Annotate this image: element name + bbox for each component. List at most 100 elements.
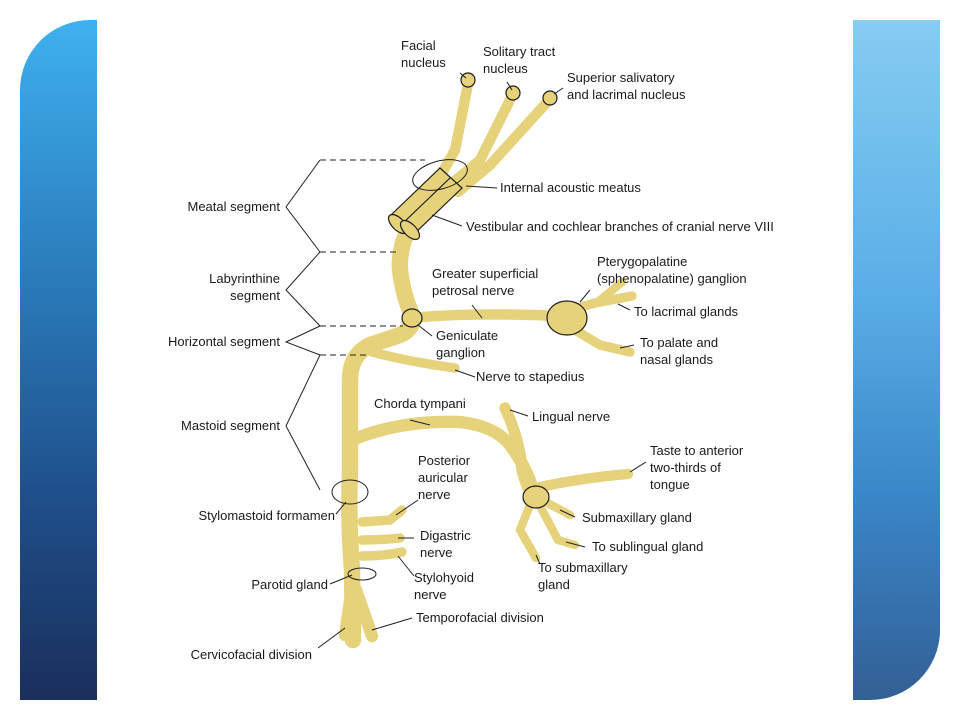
label-greater-superficial-petrosal: Greater superficial petrosal nerve — [432, 266, 538, 298]
label-to-submaxillary-gland-line: To submaxillary — [538, 560, 628, 575]
nerve-cervicofacial-division — [340, 583, 357, 640]
label-horizontal-segment: Horizontal segment — [168, 334, 280, 349]
nerve-lacrimal-tip — [595, 279, 625, 305]
superior-salivatory-nucleus-node — [542, 90, 558, 106]
leader-lines — [317, 72, 647, 649]
label-to-sublingual-gland: To sublingual gland — [592, 539, 703, 554]
segment-brackets — [284, 159, 425, 491]
label-solitary-tract-nucleus-line: nucleus — [483, 61, 528, 76]
nerve-to-tongue — [532, 470, 632, 492]
label-parotid-gland: Parotid gland — [251, 577, 328, 592]
nerve-lingual — [500, 403, 535, 497]
label-facial-nucleus-line: nucleus — [401, 55, 446, 70]
pterygopalatine-ganglion-mass — [546, 300, 588, 336]
label-geniculate-ganglion-line: Geniculate — [436, 328, 498, 343]
label-stylomastoid-foramen-line: Stylomastoid formamen — [198, 508, 335, 523]
nerve-stapedius — [368, 348, 459, 372]
label-to-submaxillary-gland-line: gland — [538, 577, 570, 592]
label-mastoid-segment-line: Mastoid segment — [181, 418, 280, 433]
nerve-facial-root — [434, 80, 472, 184]
label-labyrinthine-segment: Labyrinthine segment — [209, 271, 280, 303]
label-posterior-auricular-line: auricular — [418, 470, 469, 485]
nerve-solitary-root — [446, 92, 516, 189]
nerve-branches — [338, 78, 637, 649]
label-taste-anterior: Taste to anterior two-thirds of tongue — [650, 443, 744, 492]
label-superior-salivatory-line: Superior salivatory — [567, 70, 675, 85]
label-geniculate-ganglion-line: ganglion — [436, 345, 485, 360]
label-to-palate-nasal-line: nasal glands — [640, 352, 713, 367]
label-superior-salivatory: Superior salivatory and lacrimal nucleus — [567, 70, 686, 102]
nerve-temporofacial-division — [351, 585, 377, 641]
label-nerve-to-stapedius: Nerve to stapedius — [476, 369, 585, 384]
label-facial-nucleus: Facial nucleus — [401, 38, 446, 70]
label-pterygopalatine-ganglion: Pterygopalatine (sphenopalatine) ganglion — [597, 254, 747, 286]
label-solitary-tract-nucleus: Solitary tract nucleus — [483, 44, 556, 76]
label-lingual-nerve-line: Lingual nerve — [532, 409, 610, 424]
label-lingual-nerve: Lingual nerve — [532, 409, 610, 424]
nerve-to-submaxillary — [517, 502, 539, 561]
nerve-digastric — [358, 534, 404, 544]
label-greater-superficial-petrosal-line: Greater superficial — [432, 266, 538, 281]
label-horizontal-segment-line: Horizontal segment — [168, 334, 280, 349]
label-superior-salivatory-line: and lacrimal nucleus — [567, 87, 686, 102]
label-internal-acoustic-meatus-line: Internal acoustic meatus — [500, 180, 641, 195]
label-labyrinthine-segment-line: Labyrinthine — [209, 271, 280, 286]
label-cervicofacial-division-line: Cervicofacial division — [191, 647, 312, 662]
label-posterior-auricular: Posterior auricular nerve — [418, 453, 471, 502]
solitary-tract-nucleus-node — [505, 85, 521, 101]
label-to-sublingual-gland-line: To sublingual gland — [592, 539, 703, 554]
vestibulocochlear-cylinders — [387, 159, 468, 241]
parotid-ring — [347, 567, 377, 581]
label-vestibular-cochlear-line: Vestibular and cochlear branches of cran… — [466, 219, 774, 234]
label-digastric-nerve-line: nerve — [420, 545, 453, 560]
label-stylohyoid-nerve-line: Stylohyoid — [414, 570, 474, 585]
label-mastoid-segment: Mastoid segment — [181, 418, 280, 433]
label-stylohyoid-nerve-line: nerve — [414, 587, 447, 602]
nerve-main-trunk — [342, 183, 447, 647]
diagram-card — [97, 20, 853, 700]
label-labyrinthine-segment-line: segment — [230, 288, 280, 303]
label-temporofacial-division: Temporofacial division — [416, 610, 544, 625]
label-pterygopalatine-ganglion-line: (sphenopalatine) ganglion — [597, 271, 747, 286]
label-to-palate-nasal: To palate and nasal glands — [640, 335, 718, 367]
diagram-labels: Facial nucleus Solitary tract nucleus Supe… — [168, 38, 774, 662]
label-meatal-segment-line: Meatal segment — [188, 199, 281, 214]
nerve-stylohyoid — [358, 548, 406, 560]
label-temporofacial-division-line: Temporofacial division — [416, 610, 544, 625]
label-nerve-to-stapedius-line: Nerve to stapedius — [476, 369, 585, 384]
label-posterior-auricular-line: nerve — [418, 487, 451, 502]
label-internal-acoustic-meatus: Internal acoustic meatus — [500, 180, 641, 195]
label-submaxillary-gland: Submaxillary gland — [582, 510, 692, 525]
label-to-lacrimal-glands: To lacrimal glands — [634, 304, 739, 319]
nerve-to-palate — [571, 326, 634, 356]
label-parotid-gland-line: Parotid gland — [251, 577, 328, 592]
label-to-submaxillary-gland: To submaxillary gland — [538, 560, 628, 592]
label-taste-anterior-line: tongue — [650, 477, 690, 492]
label-pterygopalatine-ganglion-line: Pterygopalatine — [597, 254, 687, 269]
label-solitary-tract-nucleus-line: Solitary tract — [483, 44, 556, 59]
label-chorda-tympani-line: Chorda tympani — [374, 396, 466, 411]
geniculate-ganglion-mass — [401, 308, 423, 328]
label-stylohyoid-nerve: Stylohyoid nerve — [414, 570, 474, 602]
label-to-lacrimal-glands-line: To lacrimal glands — [634, 304, 739, 319]
label-taste-anterior-line: Taste to anterior — [650, 443, 744, 458]
label-to-palate-nasal-line: To palate and — [640, 335, 718, 350]
label-vestibular-cochlear: Vestibular and cochlear branches of cran… — [466, 219, 774, 234]
label-cervicofacial-division: Cervicofacial division — [191, 647, 312, 662]
label-submaxillary-gland-line: Submaxillary gland — [582, 510, 692, 525]
label-posterior-auricular-line: Posterior — [418, 453, 471, 468]
label-digastric-nerve-line: Digastric — [420, 528, 471, 543]
label-chorda-tympani: Chorda tympani — [374, 396, 466, 411]
label-greater-superficial-petrosal-line: petrosal nerve — [432, 283, 514, 298]
nerve-greater-petrosal — [408, 310, 564, 322]
label-geniculate-ganglion: Geniculate ganglion — [436, 328, 498, 360]
label-meatal-segment: Meatal segment — [188, 199, 281, 214]
nerve-salivatory-root — [454, 96, 553, 196]
label-digastric-nerve: Digastric nerve — [420, 528, 471, 560]
label-stylomastoid-foramen: Stylomastoid formamen — [198, 508, 335, 523]
stylomastoid-foramen-ring — [331, 479, 369, 505]
label-taste-anterior-line: two-thirds of — [650, 460, 721, 475]
label-facial-nucleus-line: Facial — [401, 38, 436, 53]
submaxillary-ganglion-mass — [522, 485, 550, 509]
